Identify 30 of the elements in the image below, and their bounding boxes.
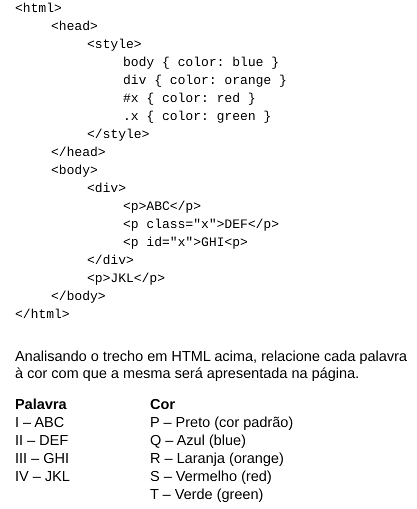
table-cell: I – ABC <box>15 415 64 432</box>
code-line: body { color: blue } <box>123 55 280 71</box>
code-line: </html> <box>15 307 70 323</box>
table-cell: R – Laranja (orange) <box>150 451 284 468</box>
table-cell: P – Preto (cor padrão) <box>150 415 294 432</box>
code-line: </head> <box>51 145 106 161</box>
table-cell: T – Verde (green) <box>150 487 264 504</box>
code-line: <p>ABC</p> <box>123 199 202 215</box>
column-header: Palavra <box>15 397 67 414</box>
table-cell: III – GHI <box>15 451 69 468</box>
code-line: <p>JKL</p> <box>87 271 166 287</box>
code-line: <style> <box>87 37 142 53</box>
code-line: </div> <box>87 253 134 269</box>
table-cell: S – Vermelho (red) <box>150 469 272 486</box>
table-cell: Q – Azul (blue) <box>150 433 246 450</box>
code-line: <div> <box>87 181 126 197</box>
code-line: <head> <box>51 19 98 35</box>
code-line: </body> <box>51 289 106 305</box>
code-line: div { color: orange } <box>123 73 287 89</box>
table-cell: IV – JKL <box>15 469 70 486</box>
column-header: Cor <box>150 397 175 414</box>
code-line: <p id="x">GHI<p> <box>123 235 248 251</box>
code-line: <p class="x">DEF</p> <box>123 217 280 233</box>
code-line: <body> <box>51 163 98 179</box>
code-line: </style> <box>87 127 150 143</box>
table-cell: II – DEF <box>15 433 68 450</box>
code-line: <html> <box>15 1 62 17</box>
code-line: #x { color: red } <box>123 91 256 107</box>
question-text: Analisando o trecho em HTML acima, relacione cada palavra à cor com que a mesma será apresentada na página. <box>15 349 408 383</box>
code-line: .x { color: green } <box>123 109 272 125</box>
